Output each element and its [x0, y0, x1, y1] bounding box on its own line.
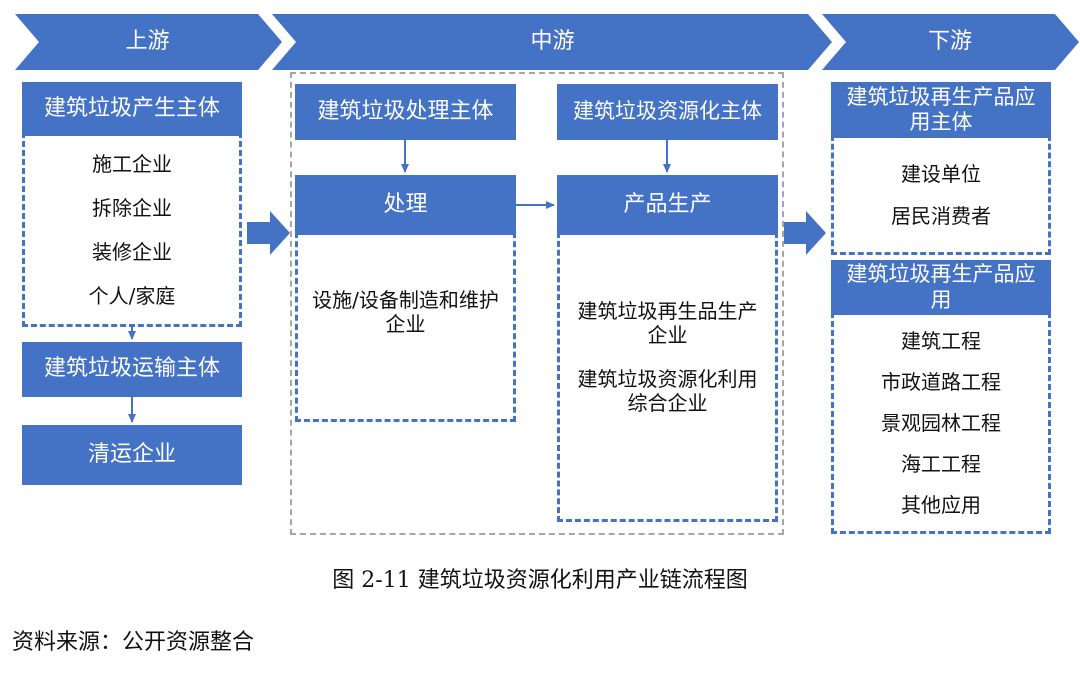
list-item: 施工企业 — [92, 151, 172, 176]
list-item: 建筑垃圾资源化利用 — [577, 367, 758, 391]
transport-header: 建筑垃圾运输主体 — [22, 342, 242, 397]
figure-caption: 图 2-11 建筑垃圾资源化利用产业链流程图 — [332, 568, 748, 593]
list-item: 企业 — [647, 323, 688, 347]
cleaning-company-box: 清运企业 — [22, 425, 242, 485]
connectors — [128, 140, 826, 423]
stage-midstream-label: 中游 — [530, 29, 575, 54]
recycler-header: 建筑垃圾资源化主体 — [557, 84, 778, 140]
list-item: 其他应用 — [901, 493, 981, 517]
list-item: 居民消费者 — [891, 204, 991, 228]
generator-list: 施工企业 拆除企业 装修企业 个人/家庭 — [22, 132, 242, 327]
stage-chevrons — [15, 14, 1079, 70]
list-item: 企业 — [385, 312, 426, 336]
apps-header: 建筑垃圾再生产品应用 — [831, 260, 1051, 315]
chevron-midstream — [272, 14, 832, 70]
block-arrow-upstream-to-midstream — [247, 211, 290, 255]
stage-upstream-label: 上游 — [125, 29, 170, 54]
process-box: 处理 — [295, 175, 516, 235]
list-item: 设施/设备制造和维护 — [312, 288, 499, 312]
process-detail: 设施/设备制造和维护 企业 — [295, 232, 516, 422]
list-item: 装修企业 — [92, 239, 172, 264]
list-item: 建筑工程 — [901, 329, 981, 353]
processor-header: 建筑垃圾处理主体 — [295, 84, 516, 140]
list-item: 拆除企业 — [92, 195, 172, 220]
list-item: 海工工程 — [901, 452, 981, 476]
midstream-container — [290, 72, 784, 535]
list-item: 综合企业 — [627, 391, 708, 415]
list-item: 个人/家庭 — [88, 283, 176, 308]
production-box: 产品生产 — [557, 175, 778, 235]
users-list: 建设单位 居民消费者 — [831, 135, 1051, 255]
production-detail: 建筑垃圾再生品生产 企业 建筑垃圾资源化利用 综合企业 — [557, 232, 778, 522]
block-arrow-midstream-to-downstream — [784, 211, 826, 255]
source-note: 资料来源：公开资源整合 — [12, 630, 255, 655]
generator-header: 建筑垃圾产生主体 — [22, 82, 242, 136]
apps-list: 建筑工程 市政道路工程 景观园林工程 海工工程 其他应用 — [831, 312, 1051, 534]
list-item: 景观园林工程 — [881, 411, 1001, 435]
list-item: 建筑垃圾再生品生产 — [577, 299, 758, 323]
users-header: 建筑垃圾再生产品应用主体 — [831, 82, 1051, 138]
list-item: 市政道路工程 — [881, 370, 1001, 394]
chevron-downstream — [822, 14, 1079, 70]
chevron-upstream — [15, 14, 282, 70]
list-item: 建设单位 — [901, 162, 981, 186]
stage-downstream-label: 下游 — [927, 29, 972, 54]
